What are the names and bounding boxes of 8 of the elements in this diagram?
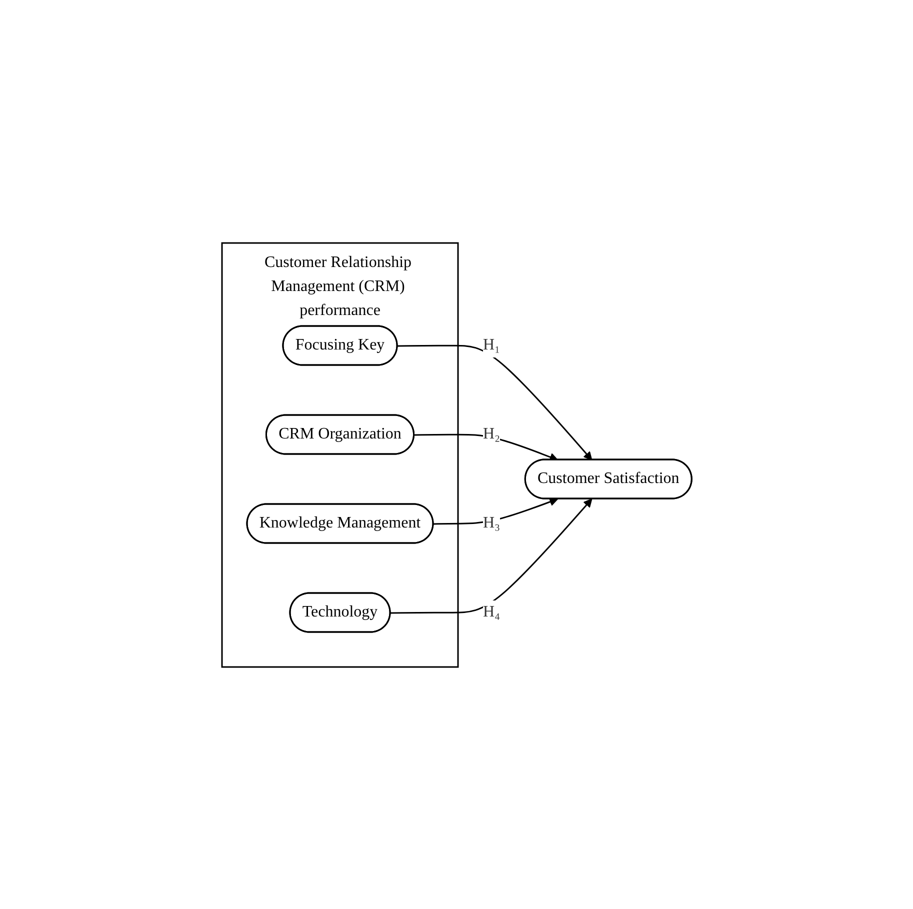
edge-label: H₄ [482, 603, 500, 620]
arrow [433, 497, 558, 524]
edge-label: H₃ [482, 514, 500, 531]
arrow [390, 498, 592, 614]
arrow [397, 344, 592, 460]
edge-label: H₁ [482, 336, 500, 353]
edge-label: H₂ [482, 425, 500, 442]
arrow [414, 433, 558, 461]
